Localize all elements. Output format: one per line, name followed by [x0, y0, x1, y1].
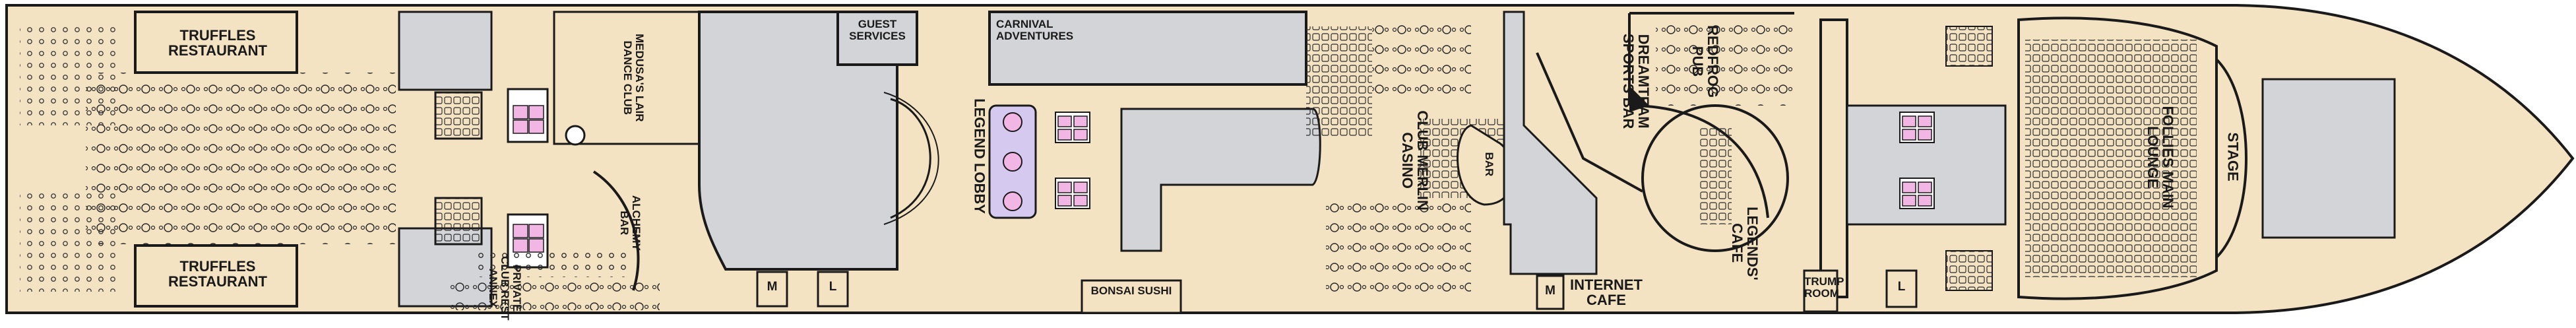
redfrog-wedge	[1629, 86, 1649, 112]
follies-lounge-wall	[1819, 18, 1848, 298]
casino-slots-1	[1306, 26, 1372, 139]
trump-room-label: TRUMP ROOM	[1804, 275, 1844, 300]
club-merlin-casino-label: CLUB MERLIN CASINO	[1399, 110, 1431, 211]
carnival-adventures-room	[988, 11, 1307, 86]
bonsai-sushi-room	[1081, 279, 1182, 314]
bow-backstage	[2261, 78, 2396, 239]
lobby-stair-arc-2	[883, 92, 939, 225]
dreamteam-bar-arc	[1536, 52, 1643, 193]
elevator-group-forward	[1899, 112, 1935, 209]
casino-bar-label: BAR	[1482, 152, 1495, 177]
dreamteam-sports-bar-label: DREAMTEAM SPORTS BAR	[1620, 33, 1652, 129]
aft-stairs-bottom	[434, 197, 483, 246]
atrium-block	[698, 11, 898, 271]
stage-edge	[2215, 58, 2247, 259]
alchemy-bar-seating	[449, 277, 660, 310]
casino-slots-2	[1372, 20, 1471, 99]
aft-stairs-top	[434, 91, 483, 140]
redfrog-pub-label: REDFROG PUB	[1689, 25, 1722, 98]
restroom-ladies-forward	[1885, 269, 1918, 308]
sports-bar-block	[1503, 11, 1598, 275]
guest-services-room	[836, 11, 918, 66]
truffles-bottom-room	[134, 244, 298, 308]
private-club-seating	[475, 251, 627, 277]
restroom-ladies-lobby-tag: L	[829, 280, 837, 294]
theater-outline	[2017, 16, 2218, 300]
restroom-men-mid	[1536, 275, 1565, 310]
elevator-group-aft-top	[507, 88, 549, 143]
restroom-ladies-lobby	[817, 271, 849, 308]
aft-service-top	[398, 11, 493, 91]
truffles-top-room	[134, 11, 298, 74]
carnival-adventures-label: CARNIVAL ADVENTURES	[996, 18, 1074, 42]
legends-cafe-counter	[1699, 125, 1732, 224]
legends-cafe-circle	[1641, 104, 1789, 252]
restroom-men-mid-tag: M	[1545, 284, 1555, 298]
legend-lobby-label: LEGEND LOBBY	[971, 98, 988, 214]
alchemy-bar-counter	[592, 170, 640, 291]
trump-room	[1803, 269, 1838, 313]
truffles-restaurant-top-label: TRUFFLES RESTAURANT	[168, 27, 267, 59]
casino-tables	[1326, 198, 1471, 297]
forward-stairs-top	[1945, 26, 1993, 67]
legends-cafe-label: LEGENDS' CAFE	[1729, 207, 1761, 280]
medusas-lair-label: MEDUSA'S LAIR DANCE CLUB	[621, 34, 646, 122]
theater-seating	[2025, 40, 2197, 277]
medusas-icon	[565, 125, 586, 146]
restroom-men-lobby	[756, 271, 788, 308]
deck-plan	[5, 4, 2575, 314]
elevator-group-lobby	[988, 104, 1090, 219]
alchemy-bar-label: ALCHEMY BAR	[618, 195, 643, 251]
restroom-men-lobby-tag: M	[767, 280, 778, 294]
restroom-ladies-forward-tag: L	[1897, 280, 1906, 294]
truffles-seating-center	[86, 73, 396, 244]
guest-services-label: GUEST SERVICES	[849, 18, 906, 42]
truffles-restaurant-bottom-label: TRUFFLES RESTAURANT	[168, 258, 267, 290]
stage-label: STAGE	[2224, 132, 2242, 181]
bonsai-sushi-label: BONSAI SUSHI	[1090, 284, 1172, 297]
private-club-label: PRIVATE CLUB REST ANNEX	[487, 256, 523, 321]
lobby-stair-arc	[890, 98, 931, 219]
internet-cafe-label: INTERNET CAFE	[1570, 277, 1643, 309]
follies-main-lounge-label: FOLLIES MAIN LOUNGE	[2145, 106, 2177, 209]
redfrog-seating	[1656, 20, 1794, 106]
forward-stairs-bottom	[1945, 250, 1993, 291]
